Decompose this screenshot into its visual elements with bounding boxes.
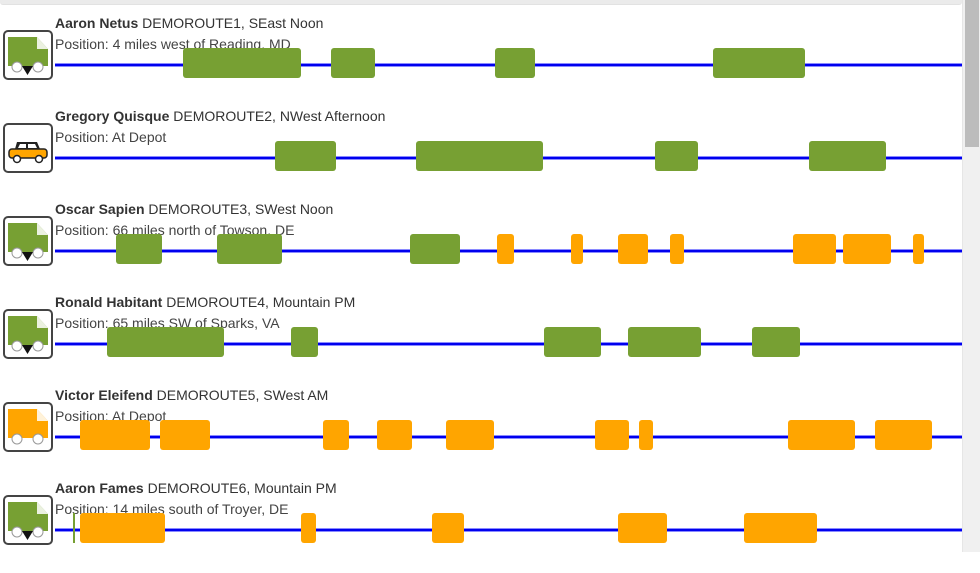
route-name: DEMOROUTE5, SWest AM: [152, 387, 329, 403]
scrollbar-thumb[interactable]: [965, 0, 979, 147]
pending-stop-block[interactable]: [875, 420, 932, 450]
route-title: Aaron Fames DEMOROUTE6, Mountain PM: [55, 480, 337, 496]
driver-name: Ronald Habitant: [55, 294, 163, 310]
pending-stop-block[interactable]: [639, 420, 653, 450]
completed-stop-block[interactable]: [275, 141, 336, 171]
completed-stop-block[interactable]: [73, 513, 75, 543]
completed-stop-block[interactable]: [217, 234, 282, 264]
pending-stop-block[interactable]: [323, 420, 349, 450]
pending-stop-block[interactable]: [595, 420, 629, 450]
route-timeline-track: [55, 528, 962, 532]
truck-icon[interactable]: [3, 495, 53, 545]
route-name: DEMOROUTE3, SWest Noon: [144, 201, 334, 217]
pending-stop-block[interactable]: [377, 420, 412, 450]
completed-stop-block[interactable]: [291, 327, 318, 357]
pending-stop-block[interactable]: [843, 234, 891, 264]
route-name: DEMOROUTE2, NWest Afternoon: [169, 108, 386, 124]
pending-stop-block[interactable]: [301, 513, 316, 543]
truck-icon[interactable]: [3, 30, 53, 80]
completed-stop-block[interactable]: [416, 141, 543, 171]
route-title: Ronald Habitant DEMOROUTE4, Mountain PM: [55, 294, 355, 310]
pending-stop-block[interactable]: [618, 513, 667, 543]
pending-stop-block[interactable]: [571, 234, 583, 264]
truck-icon[interactable]: [3, 216, 53, 266]
truck-icon[interactable]: [3, 309, 53, 359]
route-timeline-track: [55, 435, 962, 439]
pending-stop-block[interactable]: [497, 234, 514, 264]
completed-stop-block[interactable]: [116, 234, 162, 264]
pending-stop-block[interactable]: [432, 513, 464, 543]
completed-stop-block[interactable]: [655, 141, 698, 171]
route-title: Aaron Netus DEMOROUTE1, SEast Noon: [55, 15, 323, 31]
completed-stop-block[interactable]: [752, 327, 800, 357]
completed-stop-block[interactable]: [331, 48, 375, 78]
position-text: Position: At Depot: [55, 129, 167, 145]
driver-name: Aaron Netus: [55, 15, 139, 31]
driver-name: Victor Eleifend: [55, 387, 153, 403]
driver-name: Gregory Quisque: [55, 108, 170, 124]
route-timeline-track: [55, 342, 962, 346]
route-name: DEMOROUTE6, Mountain PM: [143, 480, 337, 496]
route-title: Oscar Sapien DEMOROUTE3, SWest Noon: [55, 201, 333, 217]
vertical-scrollbar[interactable]: [962, 0, 980, 552]
driver-name: Oscar Sapien: [55, 201, 145, 217]
pending-stop-block[interactable]: [618, 234, 648, 264]
pending-stop-block[interactable]: [913, 234, 924, 264]
completed-stop-block[interactable]: [107, 327, 224, 357]
completed-stop-block[interactable]: [544, 327, 601, 357]
route-row[interactable]: Gregory Quisque DEMOROUTE2, NWest Aftern…: [0, 108, 962, 201]
pending-stop-block[interactable]: [80, 420, 150, 450]
completed-stop-block[interactable]: [495, 48, 535, 78]
completed-stop-block[interactable]: [183, 48, 301, 78]
truck-icon[interactable]: [3, 402, 53, 452]
pending-stop-block[interactable]: [793, 234, 836, 264]
pending-stop-block[interactable]: [160, 420, 210, 450]
pending-stop-block[interactable]: [446, 420, 494, 450]
route-title: Gregory Quisque DEMOROUTE2, NWest Aftern…: [55, 108, 385, 124]
route-name: DEMOROUTE4, Mountain PM: [162, 294, 356, 310]
pending-stop-block[interactable]: [670, 234, 684, 264]
route-name: DEMOROUTE1, SEast Noon: [138, 15, 324, 31]
completed-stop-block[interactable]: [410, 234, 460, 264]
route-title: Victor Eleifend DEMOROUTE5, SWest AM: [55, 387, 328, 403]
completed-stop-block[interactable]: [809, 141, 886, 171]
pending-stop-block[interactable]: [788, 420, 855, 450]
pending-stop-block[interactable]: [80, 513, 165, 543]
completed-stop-block[interactable]: [713, 48, 805, 78]
top-header-strip: [0, 0, 962, 5]
car-icon[interactable]: [3, 123, 53, 173]
driver-name: Aaron Fames: [55, 480, 144, 496]
completed-stop-block[interactable]: [628, 327, 701, 357]
pending-stop-block[interactable]: [744, 513, 817, 543]
